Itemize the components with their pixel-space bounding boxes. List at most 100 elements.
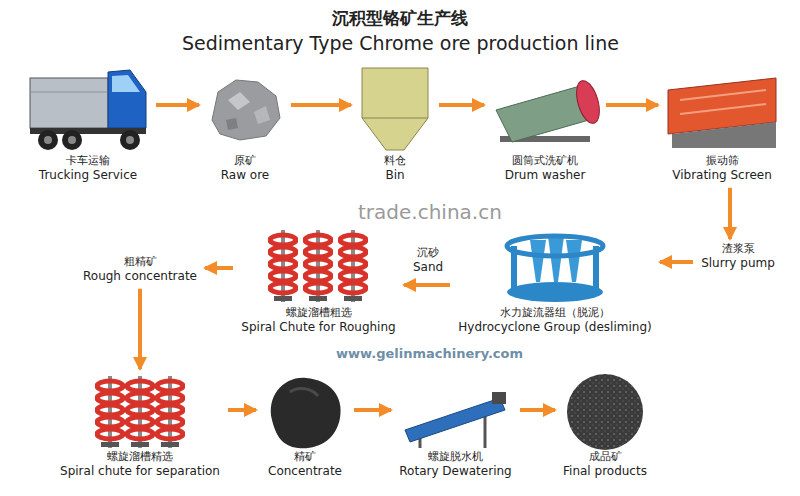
illustration-part [254, 106, 270, 124]
stage-label-en: Rough concentrate [83, 269, 197, 284]
flow-arrow [291, 103, 351, 107]
process-stage: 粗精矿Rough concentrate [78, 255, 202, 286]
flow-arrow [728, 188, 732, 239]
bin-icon [362, 68, 428, 150]
illustration-part [44, 136, 52, 144]
illustration-part [680, 104, 766, 114]
process-stage: 渣浆泵Slurry pump [696, 242, 780, 273]
flow-arrow [205, 266, 233, 270]
flow-arrow [439, 103, 484, 107]
illustration-part [492, 392, 506, 404]
stage-label-en: Drum washer [505, 168, 586, 183]
flow-arrow [228, 408, 256, 412]
stage-label-en: Raw ore [221, 168, 269, 183]
stage-label-en: Vibrating Screen [672, 168, 772, 183]
illustration-part [362, 118, 428, 119]
illustration-part [97, 376, 123, 448]
stage-label-zh: 螺旋溜槽精选 [107, 450, 173, 464]
process-stage: 料仓Bin [354, 62, 436, 185]
flow-arrow [404, 283, 450, 287]
process-stage: 原矿Raw ore [202, 62, 288, 185]
process-stage: 螺旋脱水机Rotary Dewatering [394, 372, 517, 481]
flow-arrow [156, 103, 199, 107]
stage-label-zh: 振动筛 [706, 154, 739, 168]
stage-label-zh: 卡车运输 [66, 154, 110, 168]
truck-icon [30, 70, 146, 150]
hydrocyclone-icon [507, 236, 603, 302]
illustration-part [120, 130, 140, 150]
stage-label-zh: 原矿 [234, 154, 256, 168]
illustration-part [68, 136, 76, 144]
stage-label-en: Final products [563, 464, 647, 479]
stage-label-zh: 精矿 [294, 450, 316, 464]
stream-label: 沉砂 [417, 246, 439, 259]
illustration-part [680, 90, 766, 100]
final-products-icon [567, 374, 643, 450]
illustration-part [548, 236, 564, 282]
illustration-part [567, 374, 643, 450]
process-stage: 成品矿Final products [558, 372, 652, 481]
illustration-part [484, 414, 487, 448]
stage-label-zh: 螺旋溜槽粗选 [286, 306, 352, 320]
stage-label-zh: 渣浆泵 [722, 242, 755, 256]
illustration-part [566, 240, 582, 282]
flow-arrow [138, 289, 142, 369]
dewatering-icon [405, 392, 506, 448]
stream-label: Sand [413, 260, 443, 274]
illustration-part [126, 136, 134, 144]
stage-label-en: Spiral chute for separation [60, 464, 220, 479]
illustration-part [127, 376, 153, 448]
illustration-part [226, 118, 238, 130]
process-stage: 振动筛Vibrating Screen [661, 62, 783, 185]
illustration-part [672, 122, 776, 148]
process-stage: 螺旋溜槽粗选Spiral Chute for Roughing [236, 226, 401, 337]
watermark: trade.china.cn [358, 200, 502, 224]
illustration-part [405, 398, 505, 442]
stage-label-zh: 成品矿 [589, 450, 622, 464]
stage-label-en: Slurry pump [701, 256, 775, 271]
illustration-part [507, 236, 603, 256]
illustration-part [530, 240, 546, 282]
illustration-part [290, 389, 318, 396]
illustration-part [62, 130, 82, 150]
illustration-part [38, 130, 58, 150]
stage-label-en: Concentrate [268, 464, 342, 479]
illustration-part [228, 92, 250, 110]
drum-washer-icon [496, 78, 604, 142]
flow-arrow [354, 408, 391, 412]
illustration-part [108, 70, 146, 128]
process-stage: 螺旋溜槽精选Spiral chute for separation [55, 372, 225, 481]
stage-label-en: Bin [385, 168, 404, 183]
stage-label-en: Hydrocyclone Group (desliming) [458, 320, 651, 335]
stage-label-zh: 料仓 [384, 154, 406, 168]
stage-label-zh: 螺旋脱水机 [428, 450, 483, 464]
illustration-part [362, 68, 428, 150]
separation-spirals-icon [97, 376, 183, 448]
process-stage: 水力旋流器组（脱泥）Hydrocyclone Group (desliming) [453, 226, 657, 337]
illustration-part [212, 80, 280, 140]
illustration-part [507, 282, 603, 302]
flow-arrow [660, 260, 693, 264]
process-stage: 卡车运输Trucking Service [23, 62, 153, 185]
illustration-part [572, 78, 603, 126]
diagram-title: 沉积型铬矿生产线 [332, 8, 468, 28]
stage-label-zh: 水力旋流器组（脱泥） [500, 306, 610, 320]
roughing-spirals-icon [270, 230, 366, 302]
illustration-part [30, 78, 108, 128]
raw-ore-icon [212, 80, 280, 140]
illustration-part [305, 230, 331, 302]
process-stage: 精矿Concentrate [259, 372, 351, 481]
illustration-part [157, 376, 183, 448]
illustration-part [340, 230, 366, 302]
illustration-part [271, 378, 341, 448]
stage-label-zh: 粗精矿 [124, 255, 157, 269]
watermark: www.gelinmachinery.com [336, 346, 523, 362]
stage-label-en: Trucking Service [39, 168, 137, 183]
illustration-part [270, 230, 296, 302]
concentrate-icon [271, 378, 341, 448]
stage-label-en: Spiral Chute for Roughing [241, 320, 395, 335]
flow-arrow [606, 103, 658, 107]
